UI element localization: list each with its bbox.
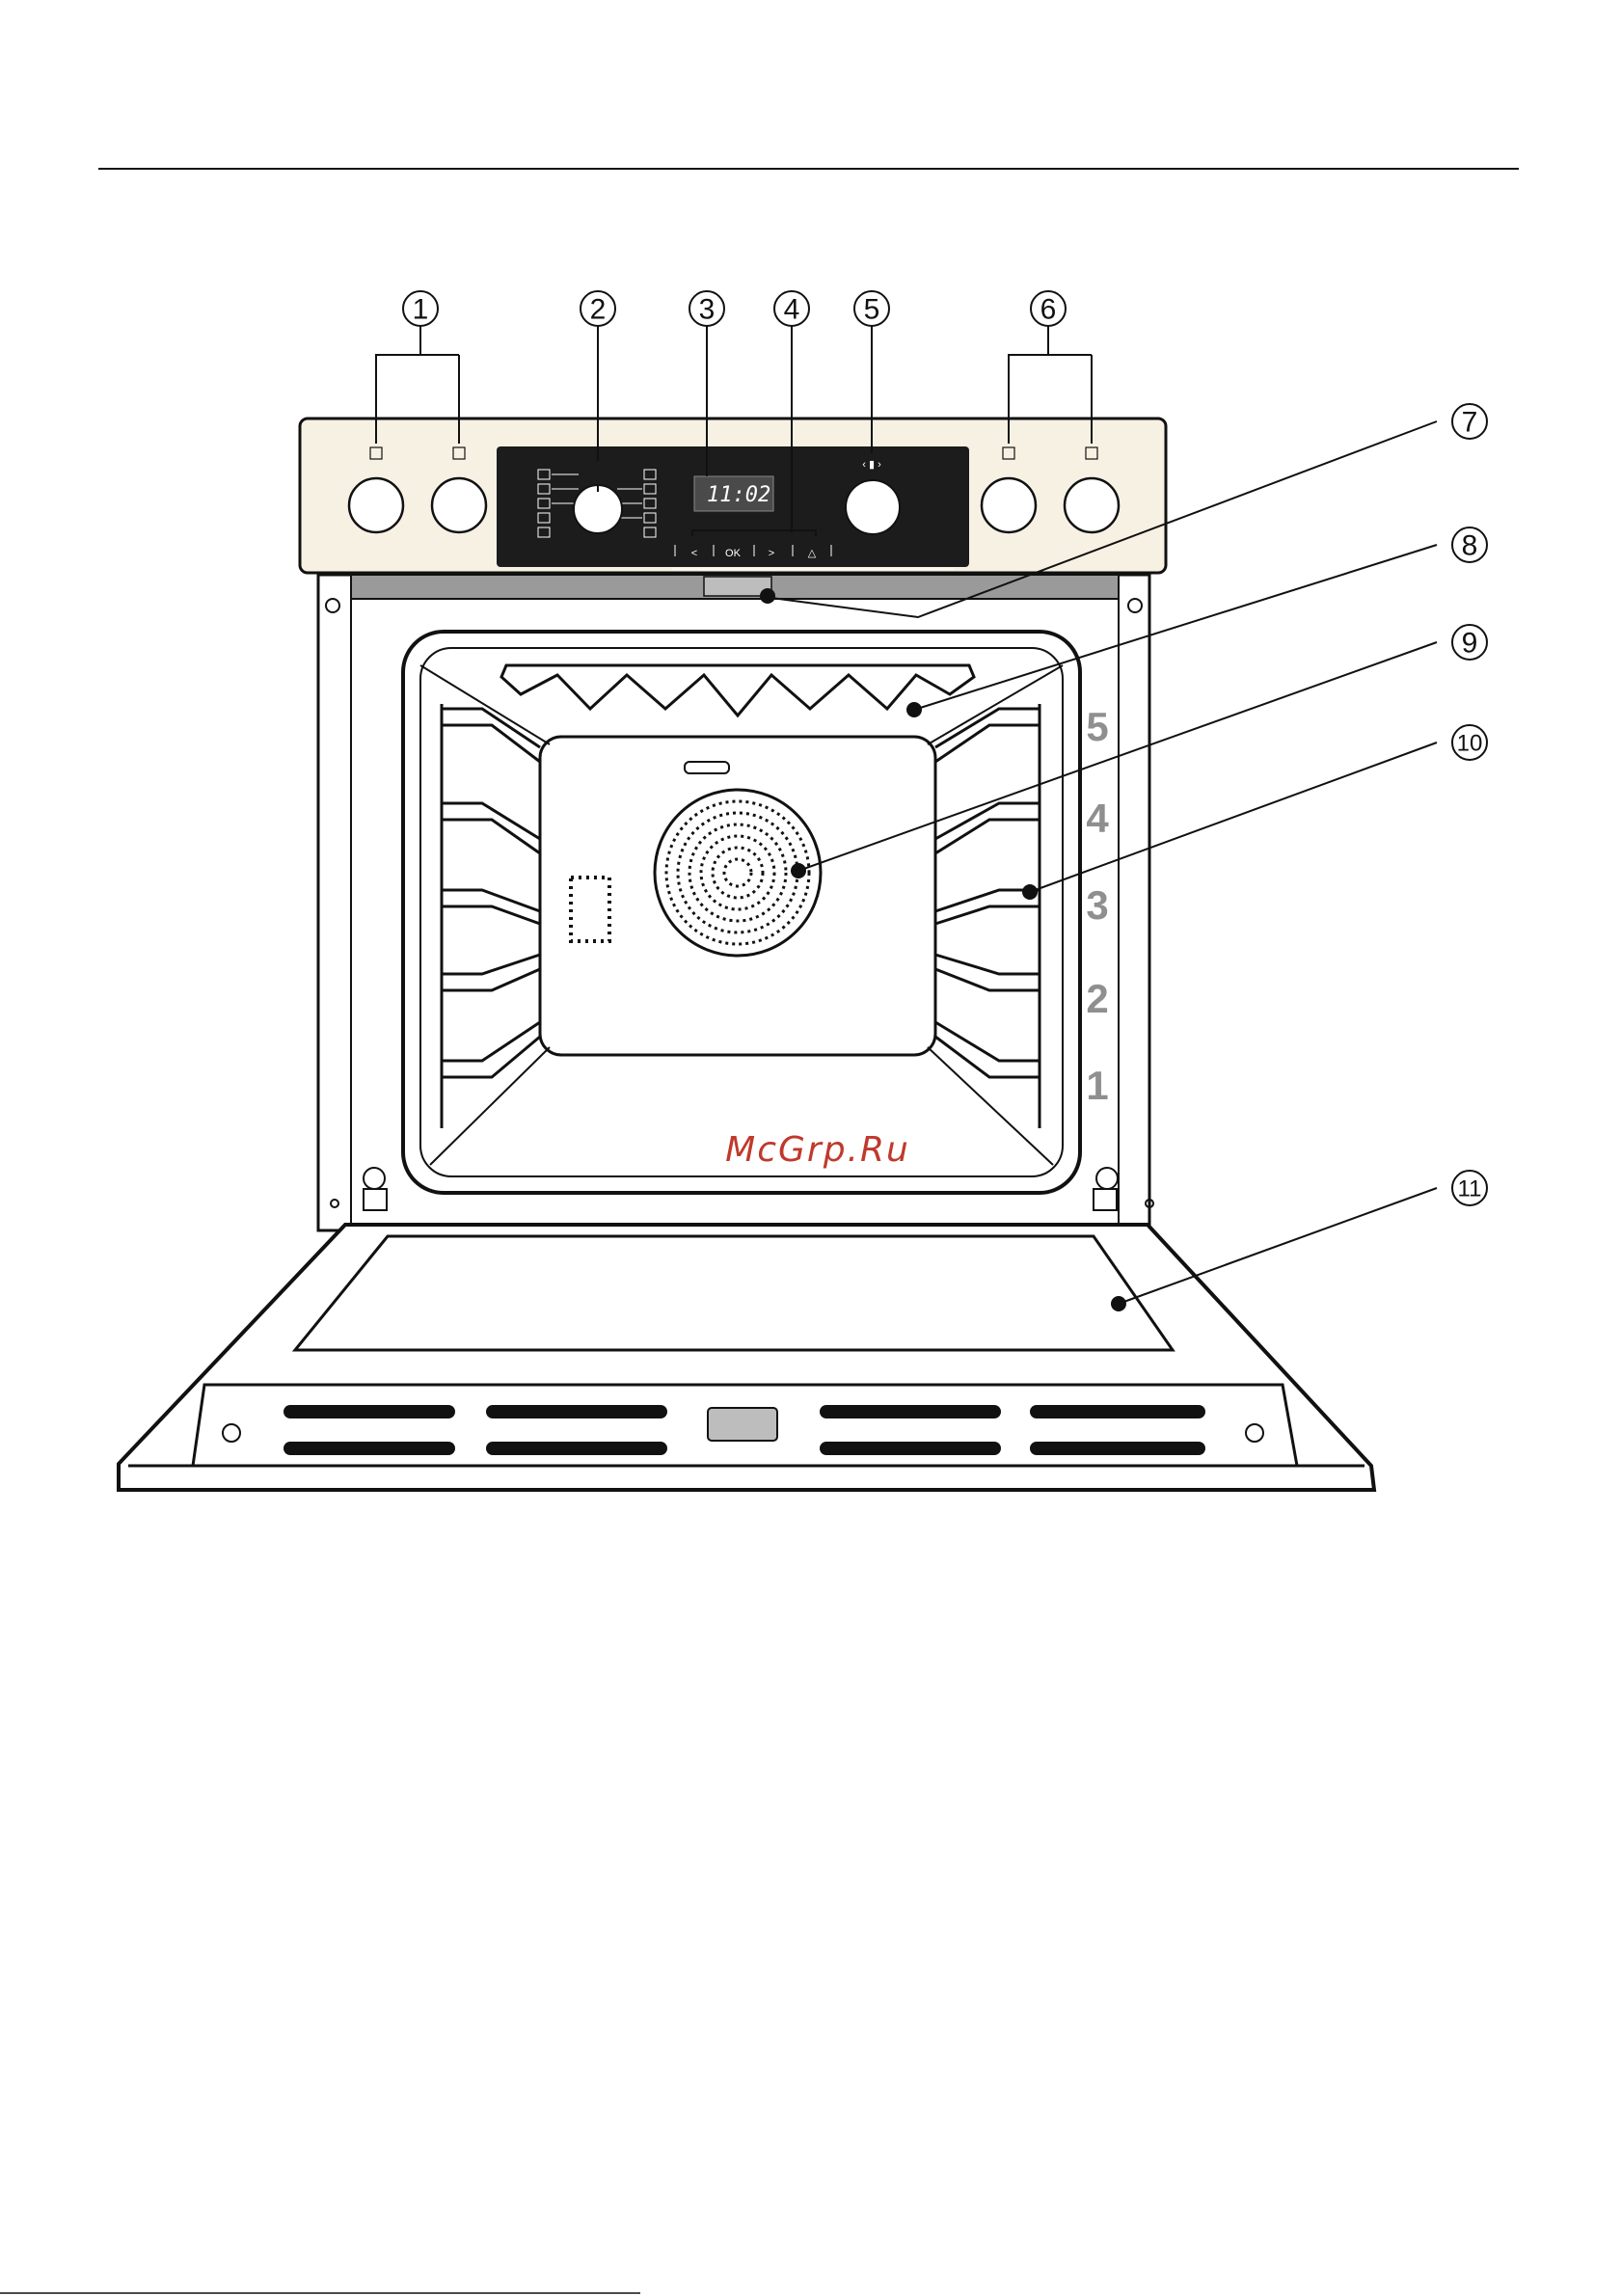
callout-4: 4 [774, 291, 809, 326]
svg-text:3: 3 [699, 294, 716, 326]
callout-7: 7 [1452, 404, 1487, 439]
callout-8: 8 [1452, 527, 1487, 562]
shelf-level-3: 3 [1086, 882, 1108, 928]
function-selector-knob[interactable] [574, 485, 622, 533]
svg-text:10: 10 [1457, 731, 1483, 757]
hob-knob[interactable] [432, 478, 486, 532]
door-glass [295, 1236, 1173, 1350]
shelf-level-5: 5 [1086, 704, 1108, 749]
key-right[interactable]: > [769, 548, 774, 559]
svg-text:6: 6 [1040, 294, 1057, 326]
svg-text:5: 5 [864, 294, 880, 326]
shelf-level-2: 2 [1086, 976, 1108, 1021]
shelf-level-1: 1 [1086, 1063, 1108, 1108]
hob-knob[interactable] [1065, 478, 1119, 532]
temperature-arrows: ‹ ▮ › [862, 459, 881, 471]
temperature-selector-knob[interactable] [846, 480, 900, 534]
svg-text:8: 8 [1462, 530, 1478, 562]
key-left[interactable]: < [691, 548, 697, 559]
key-ok[interactable]: OK [725, 548, 742, 559]
hob-knob[interactable] [982, 478, 1036, 532]
svg-text:2: 2 [590, 294, 607, 326]
door-badge [708, 1408, 777, 1441]
watermark: McGrp.Ru [725, 1130, 910, 1170]
callout-6: 6 [1031, 291, 1066, 326]
hob-knob[interactable] [349, 478, 403, 532]
svg-text:7: 7 [1462, 407, 1478, 439]
callout-5: 5 [854, 291, 889, 326]
key-alarm[interactable]: △ [808, 548, 817, 559]
callout-2: 2 [581, 291, 615, 326]
callout-10: 10 [1452, 725, 1487, 760]
shelf-level-4: 4 [1086, 796, 1109, 841]
svg-text:9: 9 [1462, 628, 1478, 660]
svg-text:11: 11 [1458, 1176, 1482, 1202]
callout-3: 3 [689, 291, 724, 326]
callout-11: 11 [1452, 1171, 1487, 1205]
callout-9: 9 [1452, 625, 1487, 660]
time-display-text: 11:02 [707, 483, 770, 507]
callout-1: 1 [403, 291, 438, 326]
svg-text:4: 4 [784, 294, 800, 326]
svg-text:1: 1 [413, 294, 429, 326]
